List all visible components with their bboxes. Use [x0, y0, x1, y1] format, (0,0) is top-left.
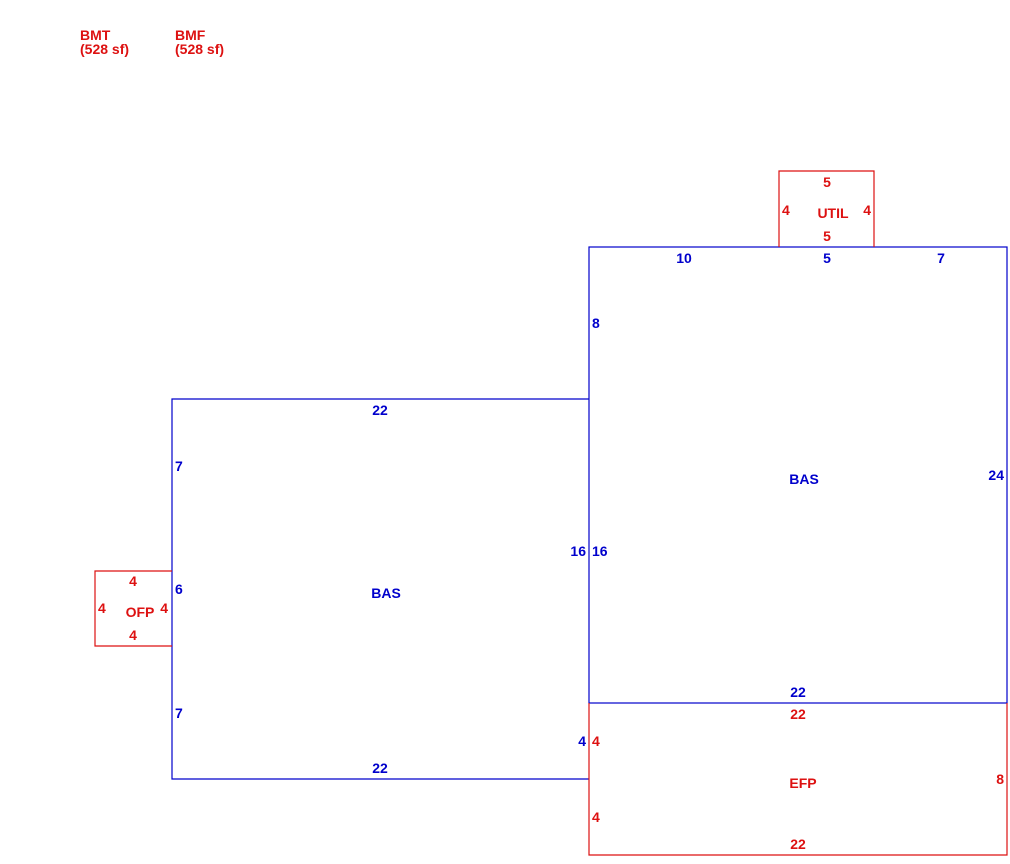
efp-dim-top: 22 [790, 706, 806, 722]
bas-left-dim-left-mid: 6 [175, 581, 183, 597]
ofp-outline [94, 570, 172, 647]
efp-dim-left-upper: 4 [592, 733, 600, 749]
util-dim-top: 5 [823, 174, 831, 190]
bas-right-dim-left-upper: 8 [592, 315, 600, 331]
efp-dim-left-lower: 4 [592, 809, 600, 825]
bas-left-dim-top: 22 [372, 402, 388, 418]
ofp-dim-right: 4 [160, 600, 168, 616]
area-ofp: OFP 4 4 4 4 [94, 570, 172, 647]
bas-left-label: BAS [371, 585, 401, 601]
bas-right-dim-left-lower: 16 [592, 543, 608, 559]
bas-right-label: BAS [789, 471, 819, 487]
area-bas-right: BAS 10 5 7 8 16 24 22 [588, 246, 1008, 704]
bas-left-dim-left-upper: 7 [175, 458, 183, 474]
util-outline [778, 170, 875, 247]
note-bmf-area: (528 sf) [175, 41, 224, 57]
bas-left-dim-right-upper: 16 [570, 543, 586, 559]
bas-right-dim-bottom: 22 [790, 684, 806, 700]
area-util: UTIL 5 5 4 4 [778, 170, 875, 247]
bas-right-outline [588, 246, 1008, 704]
note-bmf: BMF (528 sf) [175, 27, 224, 57]
bas-left-dim-left-lower: 7 [175, 705, 183, 721]
note-bmt-code: BMT [80, 27, 111, 43]
area-bas-left: BAS 22 7 6 7 16 4 22 [171, 398, 589, 780]
util-dim-right: 4 [863, 202, 871, 218]
ofp-dim-left: 4 [98, 600, 106, 616]
bas-right-dim-right: 24 [988, 467, 1004, 483]
bas-left-outline [171, 398, 589, 780]
efp-outline [588, 703, 1008, 856]
util-dim-left: 4 [782, 202, 790, 218]
bas-right-dim-top-a: 10 [676, 250, 692, 266]
area-efp: EFP 22 4 4 8 22 [588, 703, 1008, 856]
bas-left-dim-bottom: 22 [372, 760, 388, 776]
ofp-dim-bottom: 4 [129, 627, 137, 643]
note-bmt-area: (528 sf) [80, 41, 129, 57]
bas-right-dim-top-b: 5 [823, 250, 831, 266]
efp-dim-right: 8 [996, 771, 1004, 787]
util-dim-bottom: 5 [823, 228, 831, 244]
note-bmf-code: BMF [175, 27, 206, 43]
note-bmt: BMT (528 sf) [80, 27, 129, 57]
efp-label: EFP [789, 775, 816, 791]
bas-left-dim-right-lower: 4 [578, 733, 586, 749]
ofp-dim-top: 4 [129, 573, 137, 589]
efp-dim-bottom: 22 [790, 836, 806, 852]
ofp-label: OFP [126, 604, 155, 620]
bas-right-dim-top-c: 7 [937, 250, 945, 266]
util-label: UTIL [817, 205, 849, 221]
